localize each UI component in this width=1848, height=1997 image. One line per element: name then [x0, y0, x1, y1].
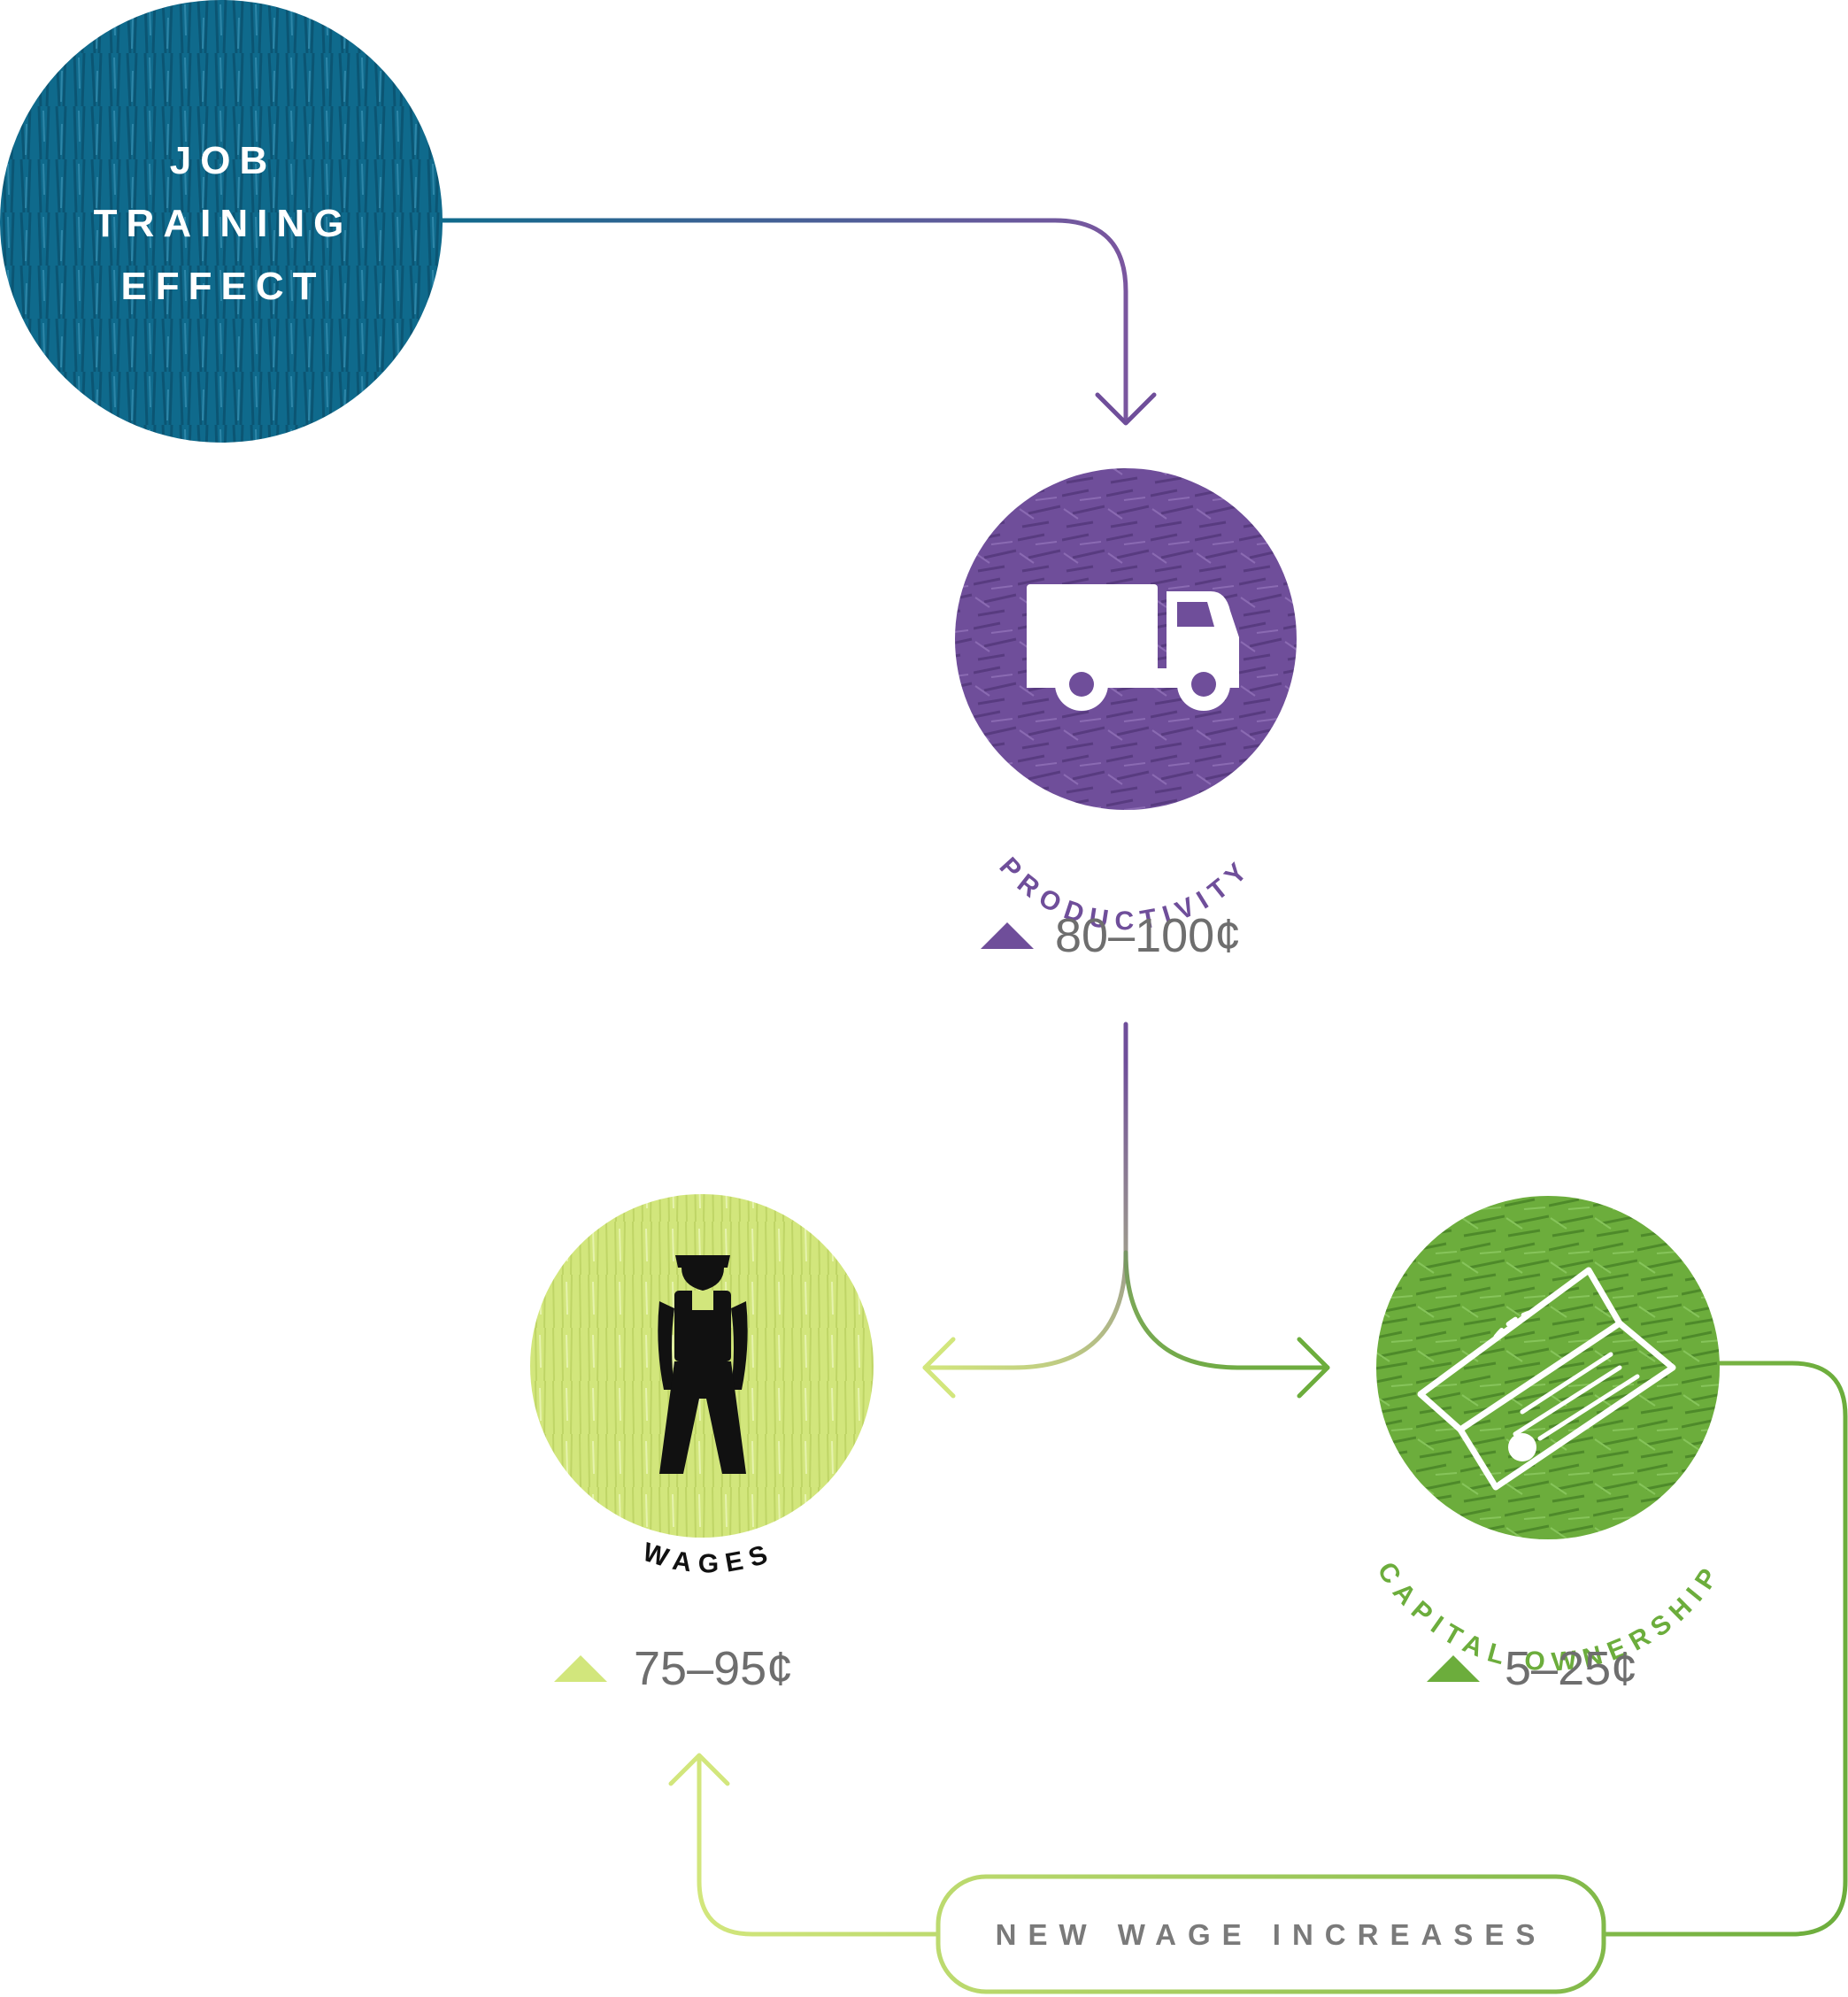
arrowhead-wages-feedback — [668, 1753, 730, 1786]
arrowhead-capital — [1297, 1337, 1330, 1399]
feedback-loop-line — [697, 1361, 1848, 1937]
productivity-value: 80–100¢ — [1055, 909, 1241, 962]
job-training-line2: TRAINING — [94, 202, 353, 245]
wages-label: WAGES — [639, 1538, 779, 1579]
connector-productivity-to-capital — [1123, 1250, 1330, 1370]
wages-up-triangle-icon — [554, 1655, 607, 1682]
job-training-line3: EFFECT — [120, 265, 325, 308]
job-training-node: JOB TRAINING EFFECT — [0, 0, 443, 443]
arrowhead-productivity — [1095, 392, 1157, 426]
capital-ownership-node: CAPITAL OWNERSHIP 5–25¢ — [1372, 1196, 1720, 1695]
worker-icon — [658, 1255, 748, 1474]
connector-productivity-to-wages — [922, 1022, 1128, 1370]
new-wage-increases-badge: NEW WAGE INCREASES — [936, 1874, 1606, 1994]
stock-certificate-icon — [1417, 1267, 1676, 1491]
capital-value: 5–25¢ — [1505, 1642, 1637, 1695]
job-training-circle — [0, 0, 443, 443]
arrowhead-wages — [922, 1337, 956, 1399]
capital-up-triangle-icon — [1427, 1655, 1480, 1682]
wages-node: WAGES 75–95¢ — [530, 1194, 874, 1695]
new-wage-increases-pill — [936, 1874, 1606, 1994]
wages-value: 75–95¢ — [634, 1642, 793, 1695]
productivity-node: PRODUCTIVITY 80–100¢ — [955, 468, 1297, 962]
new-wage-increases-label: NEW WAGE INCREASES — [996, 1918, 1547, 1951]
truck-icon — [1027, 584, 1239, 711]
job-training-line1: JOB — [170, 139, 276, 182]
productivity-up-triangle-icon — [981, 922, 1034, 949]
connector-training-to-productivity — [437, 218, 1128, 420]
